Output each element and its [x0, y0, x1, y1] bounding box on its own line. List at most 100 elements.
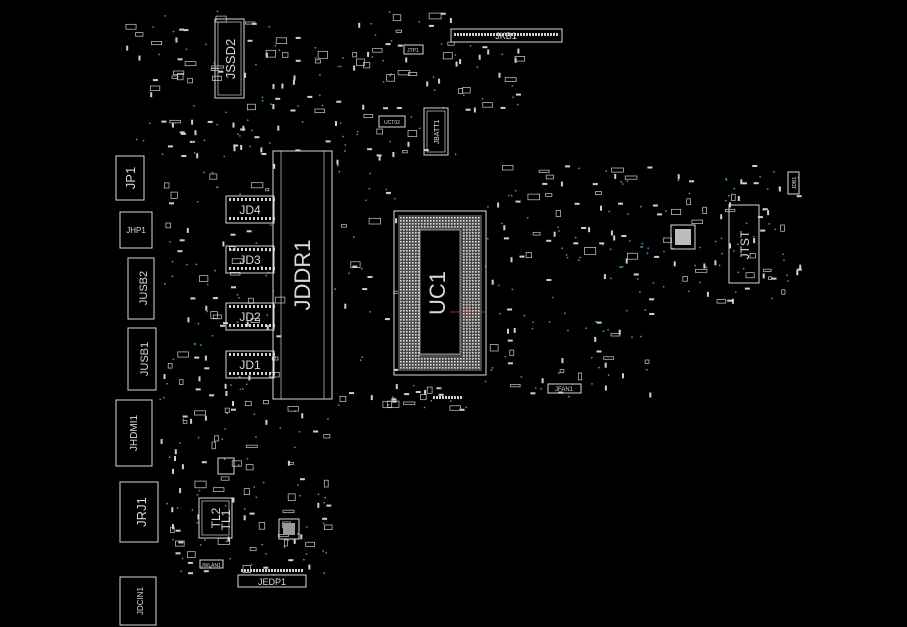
bga-ball — [424, 226, 426, 228]
small-component — [271, 356, 279, 361]
smd-pad — [307, 95, 313, 98]
connector-pin — [532, 33, 534, 36]
bga-ball — [475, 220, 477, 222]
bga-ball — [406, 232, 408, 234]
bga-ball — [448, 358, 450, 360]
bga-ball — [472, 322, 474, 324]
bga-ball — [406, 256, 408, 258]
bga-ball — [475, 238, 477, 240]
via — [504, 356, 507, 358]
bga-ball — [403, 217, 405, 219]
via — [759, 175, 761, 178]
small-component — [525, 252, 532, 258]
component-jfan1[interactable]: JFAN1 — [547, 383, 582, 394]
bga-ball — [463, 322, 465, 324]
smd-pad — [367, 51, 370, 57]
connector-pin — [457, 396, 459, 399]
smd-pad — [573, 242, 579, 245]
smd-pad — [196, 153, 199, 159]
smd-pad — [391, 398, 397, 401]
bga-ball — [463, 289, 465, 291]
bga-ball — [400, 313, 402, 315]
component-jwlan1[interactable]: JTST — [728, 204, 760, 284]
smd-pad — [596, 350, 602, 353]
bga-ball — [460, 367, 462, 369]
bga-ball — [412, 247, 414, 249]
via — [786, 274, 788, 277]
component-jusb2[interactable]: JUSB2 — [127, 257, 155, 320]
bga-ball — [466, 265, 468, 267]
bga-ball — [400, 241, 402, 243]
bga-ball — [466, 238, 468, 240]
bga-ball — [427, 217, 429, 219]
component-jhdmi1[interactable]: JHDMI1 — [115, 399, 153, 467]
component-jddr1[interactable]: JDDR1 — [272, 150, 333, 400]
component-jd2[interactable]: JD2 — [225, 302, 275, 331]
bga-ball — [454, 217, 456, 219]
component-jbatt1[interactable]: JBATT1 — [423, 107, 449, 156]
via — [279, 426, 282, 429]
via — [314, 46, 317, 49]
connector-pin — [499, 33, 501, 36]
component-jdcin1[interactable]: JDCIN1 — [119, 576, 157, 626]
bga-ball — [403, 352, 405, 354]
bga-ball — [463, 364, 465, 366]
component-tl[interactable]: TL2 TL1 — [198, 497, 233, 539]
component-jd3[interactable]: JD3 — [225, 245, 275, 274]
via — [242, 388, 244, 390]
component-uc1[interactable]: UC1 — [393, 210, 487, 376]
bga-ball — [463, 271, 465, 273]
small-component — [305, 541, 315, 547]
connector-pin — [237, 353, 239, 356]
smd-pad — [592, 183, 598, 186]
via — [361, 356, 364, 359]
smd-pad — [703, 263, 706, 269]
via — [511, 85, 514, 87]
component-jedp1[interactable]: JEDP1 — [237, 574, 307, 588]
bga-ball — [472, 301, 474, 303]
bga-ball — [427, 361, 429, 363]
component-jdb1[interactable]: JDB1 — [787, 171, 800, 195]
connector-pin — [257, 248, 259, 251]
bga-ball — [469, 310, 471, 312]
bga-ball — [475, 280, 477, 282]
bga-ball — [463, 223, 465, 225]
component-jtp1[interactable]: JTP1 — [403, 44, 424, 55]
via — [172, 30, 175, 33]
bga-ball — [412, 361, 414, 363]
connector-pin — [526, 33, 528, 36]
component-uct02[interactable]: UCT02 — [378, 115, 406, 128]
via — [647, 247, 650, 250]
bga-ball — [472, 247, 474, 249]
component-jd4[interactable]: JD4 — [225, 195, 275, 224]
bga-ball — [412, 286, 414, 288]
smd-pad — [757, 216, 763, 219]
bga-ball — [472, 277, 474, 279]
bga-ball — [469, 247, 471, 249]
component-jusb1[interactable]: JUSB1 — [127, 327, 157, 391]
bga-ball — [406, 340, 408, 342]
component-jkb1[interactable]: JKB1 — [450, 28, 563, 43]
component-jrj1[interactable]: JRJ1 — [119, 481, 159, 543]
bga-ball — [469, 304, 471, 306]
component-jtst[interactable]: JWLAN1 — [199, 559, 224, 569]
bga-ball — [403, 259, 405, 261]
smd-pad — [207, 120, 213, 123]
component-jssd2[interactable]: JSSD2 — [214, 18, 245, 99]
bga-ball — [403, 328, 405, 330]
bga-ball — [472, 256, 474, 258]
bga-ball — [415, 262, 417, 264]
smd-pad — [301, 413, 304, 419]
smd-pad — [465, 108, 471, 111]
small-component — [611, 167, 624, 173]
connector-pin — [469, 33, 471, 36]
smd-pad — [313, 430, 319, 433]
component-jd1[interactable]: JD1 — [225, 350, 275, 379]
component-jhp1[interactable]: JHP1 — [119, 211, 153, 249]
smd-pad — [391, 400, 397, 403]
bga-ball — [478, 337, 480, 339]
connector-pin — [229, 198, 231, 201]
smd-pad — [561, 358, 564, 364]
component-jp1[interactable]: JP1 — [115, 155, 145, 201]
smd-pad — [560, 181, 563, 187]
